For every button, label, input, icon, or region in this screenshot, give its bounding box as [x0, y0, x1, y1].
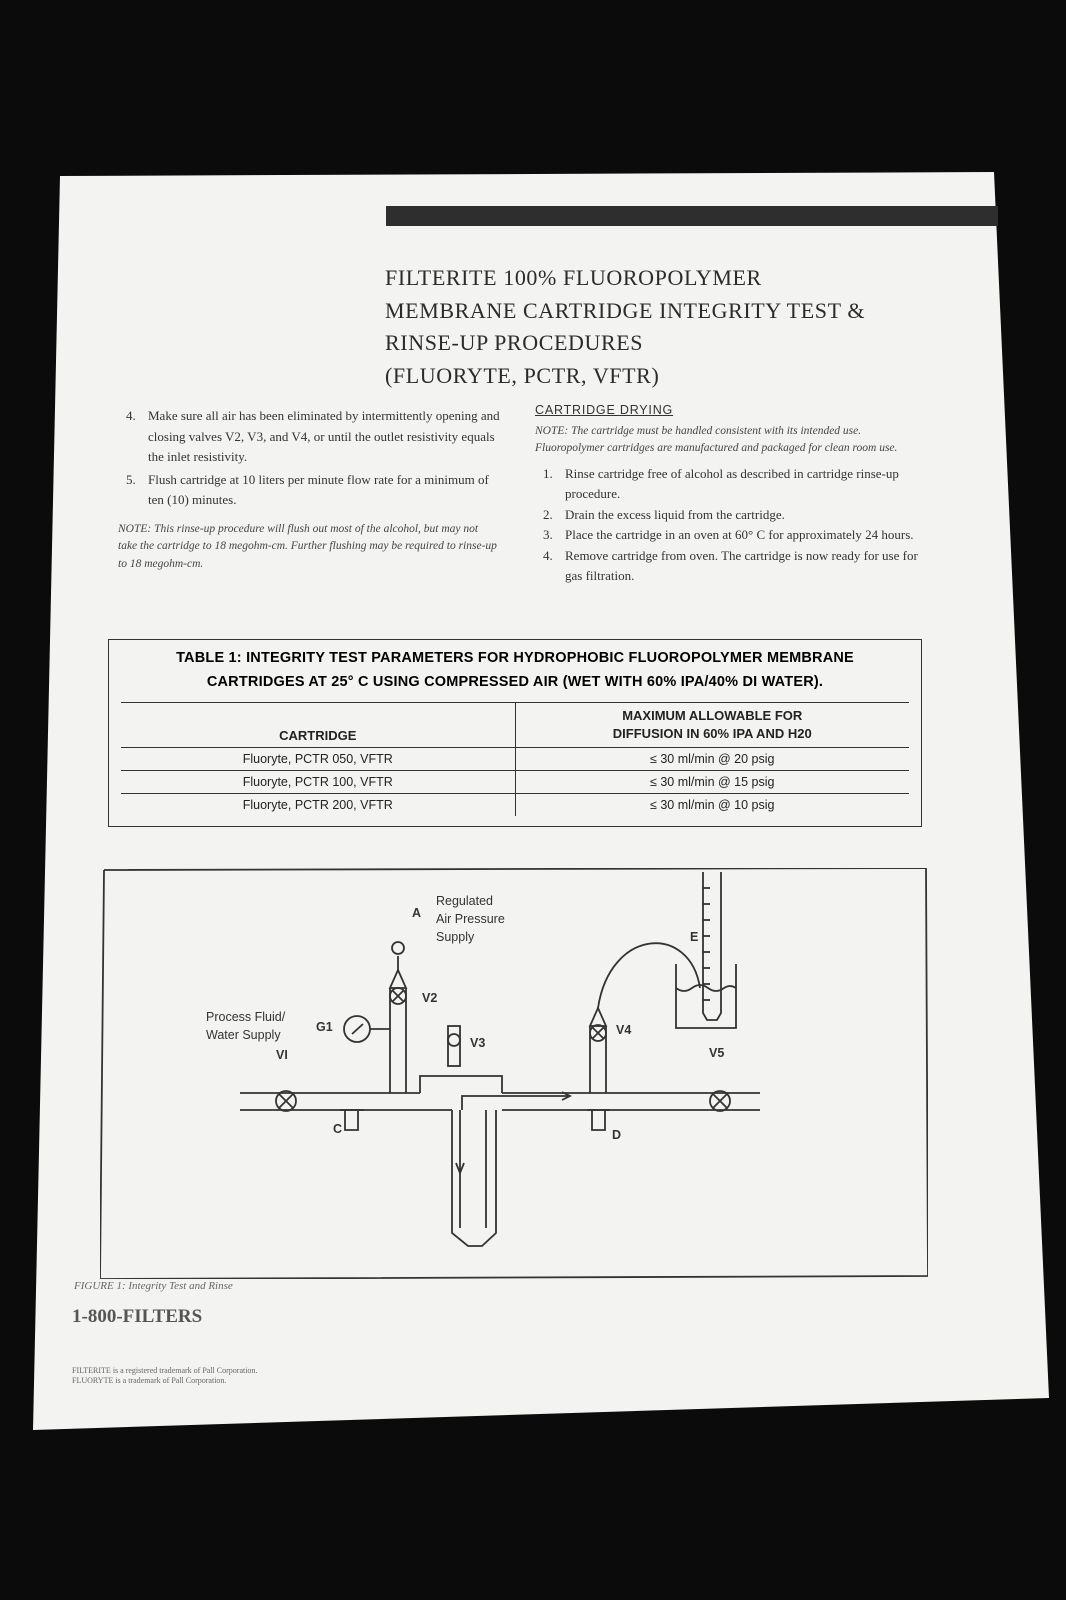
step-text: Place the cartridge in an oven at 60° C …: [565, 527, 914, 542]
table-caption: TABLE 1: INTEGRITY TEST PARAMETERS FOR H…: [109, 646, 921, 694]
piping-schematic: [100, 868, 928, 1279]
document-title: FILTERITE 100% FLUOROPOLYMER MEMBRANE CA…: [385, 262, 945, 392]
label-v3: V3: [470, 1036, 486, 1050]
table-caption-line-1: TABLE 1: INTEGRITY TEST PARAMETERS FOR H…: [176, 650, 854, 666]
table-1: TABLE 1: INTEGRITY TEST PARAMETERS FOR H…: [108, 639, 922, 827]
step-text: Flush cartridge at 10 liters per minute …: [148, 471, 489, 508]
step-number: 1.: [543, 465, 553, 481]
label-v2: V2: [422, 991, 438, 1005]
max-diffusion-cell: ≤ 30 ml/min @ 20 psig: [650, 752, 775, 766]
header-bar: [386, 206, 998, 226]
step-number: 4.: [126, 408, 136, 423]
cartridge-cell: Fluoryte, PCTR 200, VFTR: [121, 793, 516, 816]
col-header-max-allowable: MAXIMUM ALLOWABLE FOR DIFFUSION IN 60% I…: [515, 703, 909, 748]
step-number: 4.: [543, 547, 553, 563]
step-text: Make sure all air has been eliminated by…: [148, 408, 500, 464]
title-line-4: (FLUORYTE, PCTR, VFTR): [385, 362, 660, 388]
label-regulated-air: Regulated Air Pressure Supply: [436, 892, 505, 946]
max-diffusion-cell: ≤ 30 ml/min @ 15 psig: [650, 775, 775, 789]
trademark-notice: FILTERITE is a registered trademark of P…: [72, 1366, 257, 1386]
label-e: E: [690, 930, 699, 944]
rinse-step-4: 4. Make sure all air has been eliminated…: [126, 406, 500, 468]
label-a: A: [412, 906, 422, 920]
table-row: Fluoryte, PCTR 200, VFTR ≤ 30 ml/min @ 1…: [121, 793, 909, 816]
label-v5: V5: [709, 1046, 725, 1060]
col-header-line-2: DIFFUSION IN 60% IPA AND H20: [612, 726, 812, 741]
cartridge-drying-heading: CARTRIDGE DRYING: [535, 403, 674, 417]
drying-note: NOTE: The cartridge must be handled cons…: [535, 424, 898, 455]
title-line-1: FILTERITE 100% FLUOROPOLYMER: [385, 265, 762, 290]
phone-number: 1-800-FILTERS: [72, 1306, 203, 1327]
drying-step-2: 2. Drain the excess liquid from the cart…: [543, 505, 919, 526]
label-process-fluid: Process Fluid/ Water Supply: [206, 1008, 285, 1044]
table-row: Fluoryte, PCTR 050, VFTR ≤ 30 ml/min @ 2…: [121, 747, 909, 771]
title-line-3: RINSE-UP PROCEDURES: [385, 330, 644, 355]
integrity-test-diagram: A Regulated Air Pressure Supply Process …: [100, 868, 928, 1279]
table-body: CARTRIDGE MAXIMUM ALLOWABLE FOR DIFFUSIO…: [121, 703, 909, 816]
label-regulated-line-3: Supply: [436, 930, 475, 944]
table-header-row: CARTRIDGE MAXIMUM ALLOWABLE FOR DIFFUSIO…: [121, 703, 909, 748]
label-d: D: [612, 1128, 622, 1142]
col-header-cartridge: CARTRIDGE: [121, 703, 516, 748]
valve-v1-symbol: [275, 1090, 297, 1112]
title-line-2: MEMBRANE CARTRIDGE INTEGRITY TEST &: [385, 297, 866, 323]
valve-v2-symbol: [389, 987, 407, 1005]
step-text: Drain the excess liquid from the cartrid…: [565, 506, 785, 522]
figure-caption: FIGURE 1: Integrity Test and Rinse: [74, 1280, 233, 1292]
right-column: CARTRIDGE DRYING NOTE: The cartridge mus…: [535, 400, 919, 587]
col-header-line-1: MAXIMUM ALLOWABLE FOR: [622, 708, 803, 723]
step-number: 2.: [543, 506, 553, 522]
label-c: C: [333, 1122, 343, 1136]
label-regulated-line-2: Air Pressure: [436, 912, 505, 926]
cartridge-cell: Fluoryte, PCTR 050, VFTR: [121, 747, 516, 771]
trademark-line-1: FILTERITE is a registered trademark of P…: [72, 1366, 258, 1375]
step-text: Rinse cartridge free of alcohol as descr…: [565, 465, 899, 502]
left-column: 4. Make sure all air has been eliminated…: [118, 406, 500, 573]
table-caption-line-2: CARTRIDGES AT 25° C USING COMPRESSED AIR…: [206, 674, 824, 690]
rinse-step-5: 5. Flush cartridge at 10 liters per minu…: [126, 470, 500, 511]
label-regulated-line-1: Regulated: [436, 894, 493, 908]
valve-v4-symbol: [589, 1024, 607, 1042]
table-row: Fluoryte, PCTR 100, VFTR ≤ 30 ml/min @ 1…: [121, 770, 909, 794]
trademark-line-2: FLUORYTE is a trademark of Pall Corporat…: [72, 1376, 227, 1385]
drying-step-1: 1. Rinse cartridge free of alcohol as de…: [543, 464, 919, 505]
drying-step-3: 3. Place the cartridge in an oven at 60°…: [543, 525, 919, 546]
max-diffusion-cell: ≤ 30 ml/min @ 10 psig: [650, 798, 775, 812]
rinse-note: NOTE: This rinse-up procedure will flush…: [118, 522, 497, 570]
label-v1: VI: [276, 1048, 288, 1062]
cartridge-cell: Fluoryte, PCTR 100, VFTR: [121, 770, 516, 794]
diagram-frame: [100, 868, 928, 1279]
label-v4: V4: [616, 1023, 632, 1037]
step-number: 3.: [543, 527, 553, 542]
drying-step-4: 4. Remove cartridge from oven. The cartr…: [543, 546, 919, 587]
label-process-line-1: Process Fluid/: [206, 1010, 286, 1024]
gauge-g1-symbol: [343, 1015, 371, 1043]
label-g1: G1: [316, 1020, 333, 1034]
valve-v5-symbol: [709, 1090, 731, 1112]
step-number: 5.: [126, 471, 136, 487]
label-process-line-2: Water Supply: [206, 1028, 281, 1042]
step-text: Remove cartridge from oven. The cartridg…: [565, 547, 918, 584]
